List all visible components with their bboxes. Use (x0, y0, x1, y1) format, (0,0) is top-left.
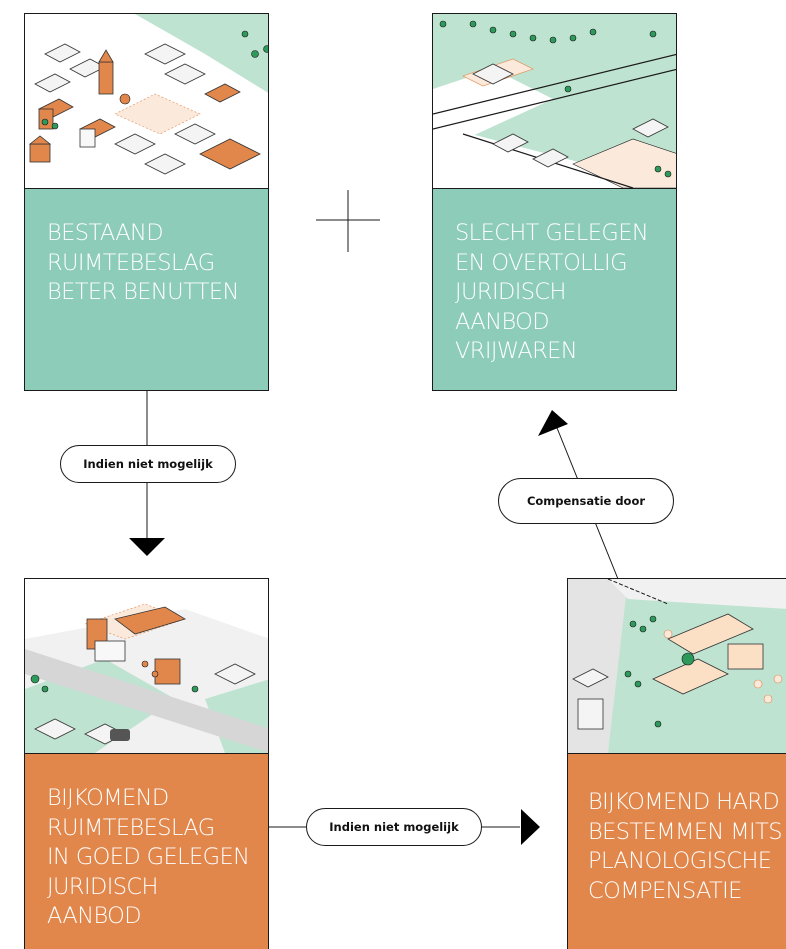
label-box-orange: BIJKOMEND RUIMTEBESLAG IN GOED GELEGEN J… (25, 753, 268, 949)
connector-label-if-not-possible-right: Indien niet mogelijk (306, 808, 482, 846)
connector-label-compensation: Compensatie door (498, 478, 674, 524)
connector-label-if-not-possible-down: Indien niet mogelijk (60, 445, 236, 483)
up-arrowhead (538, 410, 568, 436)
card-title: SLECHT GELEGEN EN OVERTOLLIG JURIDISCH A… (455, 220, 649, 364)
right-arrowhead (521, 809, 540, 845)
card-additional-well-located: BIJKOMEND RUIMTEBESLAG IN GOED GELEGEN J… (24, 578, 269, 949)
label-box-orange: BIJKOMEND HARD BESTEMMEN MITS PLANOLOGIS… (568, 753, 786, 949)
card-title: BIJKOMEND HARD BESTEMMEN MITS PLANOLOGIS… (588, 789, 783, 904)
card-title: BESTAAND RUIMTEBESLAG BETER BENUTTEN (47, 220, 239, 305)
city-center-illustration (25, 14, 268, 188)
card-remove-poor-zoning: SLECHT GELEGEN EN OVERTOLLIG JURIDISCH A… (432, 13, 677, 391)
new-development-illustration (568, 579, 786, 753)
down-arrowhead (129, 538, 165, 556)
label-box-teal: SLECHT GELEGEN EN OVERTOLLIG JURIDISCH A… (433, 188, 676, 390)
card-title: BIJKOMEND RUIMTEBESLAG IN GOED GELEGEN J… (47, 785, 250, 929)
rural-zoning-illustration (433, 14, 676, 188)
label-box-teal: BESTAAND RUIMTEBESLAG BETER BENUTTEN (25, 188, 268, 390)
plus-sign (316, 190, 380, 252)
card-existing-land-use: BESTAAND RUIMTEBESLAG BETER BENUTTEN (24, 13, 269, 391)
urban-infill-illustration (25, 579, 268, 753)
card-hard-zoning-compensation: BIJKOMEND HARD BESTEMMEN MITS PLANOLOGIS… (567, 578, 786, 949)
